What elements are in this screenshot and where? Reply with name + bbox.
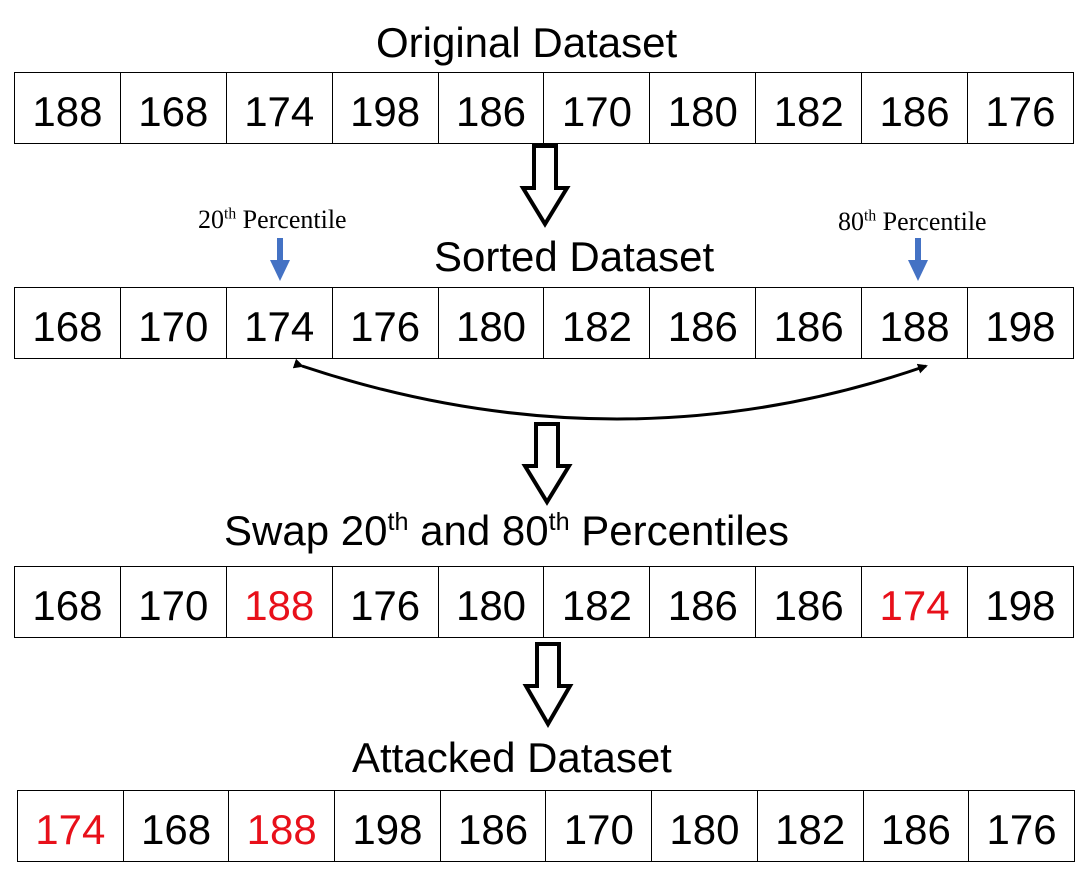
swapped-value-cell: 198 xyxy=(968,566,1074,638)
attacked-value-cell: 188 xyxy=(229,790,336,862)
flow-arrow-3-icon xyxy=(522,642,574,728)
original-dataset-title: Original Dataset xyxy=(376,19,678,66)
sorted-value-cell: 170 xyxy=(120,287,227,359)
swap-title-part-b: and 80 xyxy=(408,507,549,554)
swap-title-part-c: Percentiles xyxy=(569,507,790,554)
swapped-value-cell: 186 xyxy=(756,566,863,638)
original-value-cell: 186 xyxy=(438,72,545,144)
percentile-80-text: Percentile xyxy=(876,207,987,236)
original-value-cell: 168 xyxy=(120,72,227,144)
attacked-value-cell: 180 xyxy=(652,790,758,862)
swap-title-part-a: Swap 20 xyxy=(224,507,388,554)
sorted-dataset-title: Sorted Dataset xyxy=(434,233,715,280)
percentile-80-suffix: th xyxy=(864,207,877,225)
original-value-cell: 198 xyxy=(332,72,439,144)
swapped-value-cell: 168 xyxy=(15,566,121,638)
flow-arrow-2-icon xyxy=(521,422,573,506)
swapped-value-cell: 182 xyxy=(544,566,651,638)
flow-arrow-1-icon xyxy=(519,144,571,228)
swapped-value-cell: 170 xyxy=(120,566,227,638)
swapped-value-cell: 174 xyxy=(862,566,969,638)
percentile-20-label: 20th Percentile xyxy=(198,205,347,235)
swapped-value-cell: 180 xyxy=(438,566,545,638)
attacked-value-cell: 170 xyxy=(546,790,653,862)
original-value-cell: 188 xyxy=(15,72,121,144)
swapped-value-cell: 188 xyxy=(226,566,333,638)
percentile-80-label: 80th Percentile xyxy=(838,207,987,237)
original-value-cell: 180 xyxy=(650,72,757,144)
swapped-value-cell: 186 xyxy=(650,566,757,638)
sorted-value-cell: 186 xyxy=(650,287,757,359)
percentile-20-marker-icon xyxy=(270,238,290,281)
attacked-value-cell: 198 xyxy=(335,790,441,862)
sorted-value-cell: 182 xyxy=(544,287,651,359)
attacked-dataset-title: Attacked Dataset xyxy=(352,734,672,781)
sorted-value-cell: 174 xyxy=(226,287,333,359)
attacked-value-cell: 186 xyxy=(440,790,547,862)
original-value-cell: 170 xyxy=(544,72,651,144)
attacked-value-cell: 182 xyxy=(757,790,864,862)
percentile-20-text: Percentile xyxy=(236,205,347,234)
sorted-value-cell: 180 xyxy=(438,287,545,359)
sorted-value-cell: 188 xyxy=(862,287,969,359)
percentile-20-number: 20 xyxy=(198,205,224,234)
swapped-value-cell: 176 xyxy=(332,566,439,638)
swap-percentiles-title: Swap 20th and 80th Percentiles xyxy=(224,507,790,554)
attacked-value-cell: 168 xyxy=(123,790,230,862)
original-value-cell: 186 xyxy=(862,72,969,144)
attacked-value-cell: 174 xyxy=(18,790,124,862)
percentile-80-number: 80 xyxy=(838,207,864,236)
swap-title-sup-b: th xyxy=(548,508,570,536)
sorted-value-cell: 176 xyxy=(332,287,439,359)
original-value-cell: 182 xyxy=(756,72,863,144)
swap-curve-arrow-icon xyxy=(292,358,928,421)
sorted-value-cell: 186 xyxy=(756,287,863,359)
original-value-cell: 174 xyxy=(226,72,333,144)
attacked-value-cell: 176 xyxy=(969,790,1075,862)
percentile-20-suffix: th xyxy=(224,205,237,223)
percentile-80-marker-icon xyxy=(908,238,928,281)
sorted-value-cell: 198 xyxy=(968,287,1074,359)
sorted-value-cell: 168 xyxy=(15,287,121,359)
attacked-value-cell: 186 xyxy=(863,790,970,862)
swap-title-sup-a: th xyxy=(387,508,409,536)
original-value-cell: 176 xyxy=(968,72,1074,144)
